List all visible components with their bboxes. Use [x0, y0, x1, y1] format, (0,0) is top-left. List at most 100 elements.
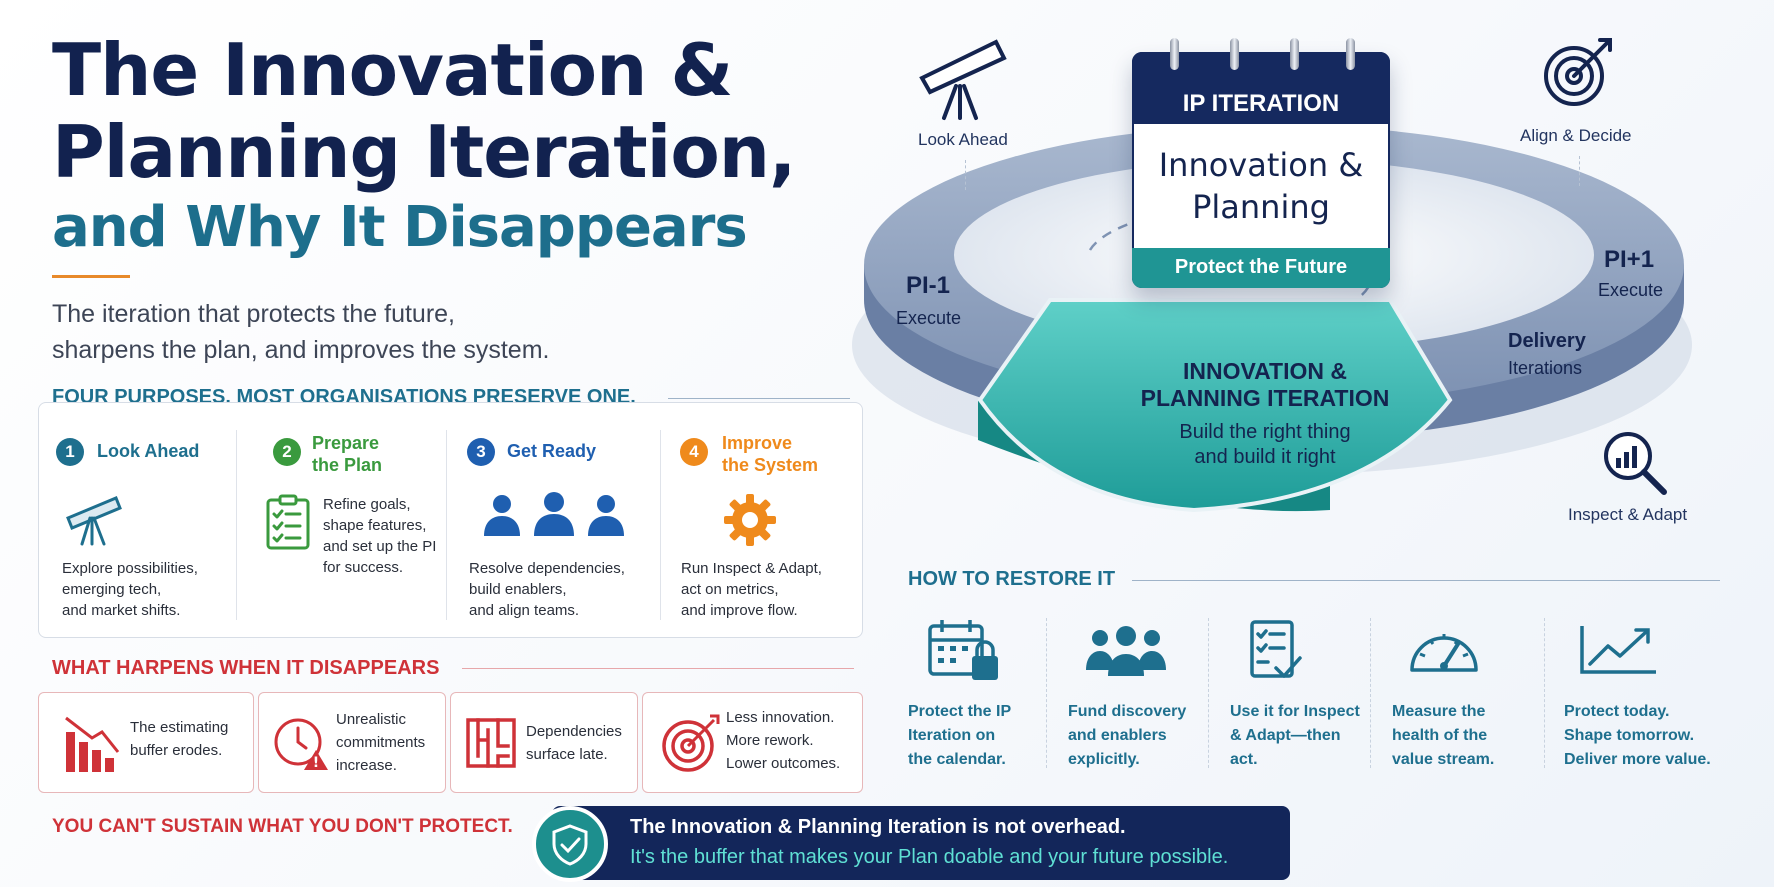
calendar-body-line: Innovation & — [1158, 146, 1364, 184]
purpose-text-line: act on metrics, — [681, 581, 779, 598]
restore-heading-rule — [1132, 580, 1720, 581]
purpose-text-line: and improve flow. — [681, 602, 798, 619]
purpose-number-badge: 3 — [467, 438, 495, 466]
purpose-text-line: for success. — [323, 559, 404, 576]
calendar-binder-ring — [1230, 38, 1239, 70]
purpose-title: Get Ready — [507, 441, 597, 461]
consequence-text: Less innovation. More rework. Lower outc… — [726, 706, 840, 775]
restore-line: Iteration on — [908, 727, 996, 744]
calendar-binder-ring — [1346, 38, 1355, 70]
restore-line: & Adapt—then — [1230, 727, 1341, 744]
calendar-binder-ring — [1290, 38, 1299, 70]
consequence-card — [642, 692, 863, 793]
consequence-text: Dependencies surface late. — [526, 720, 622, 766]
restore-heading: HOW TO RESTORE IT — [908, 568, 1116, 590]
purposes-heading-rule — [668, 398, 850, 399]
banner-line-2: It's the buffer that makes your Plan doa… — [630, 846, 1229, 868]
restore-line: Deliver more value. — [1564, 751, 1711, 768]
restore-line: the calendar. — [908, 751, 1006, 768]
subtitle-line-1: The iteration that protects the future, — [52, 300, 456, 328]
restore-divider — [1208, 618, 1209, 768]
magnifier-chart-icon — [1604, 432, 1667, 495]
consequence-line: Unrealistic — [336, 711, 407, 728]
consequence-line: increase. — [336, 757, 397, 774]
purpose-title: Prepare the Plan — [312, 432, 382, 476]
subtitle-line-2: sharpens the plan, and improves the syst… — [52, 336, 550, 364]
inspect-adapt-label: Inspect & Adapt — [1568, 505, 1688, 524]
purpose-number-badge: 2 — [273, 438, 301, 466]
restore-text: Protect the IP Iteration on the calendar… — [908, 700, 1011, 772]
restore-line: Measure the — [1392, 703, 1486, 720]
purpose-text-line: and market shifts. — [62, 602, 181, 619]
calendar-footer-band — [1132, 248, 1390, 288]
purpose-text-line: Explore possibilities, — [62, 560, 198, 577]
restore-line: explicitly. — [1068, 751, 1140, 768]
restore-line: Protect today. — [1564, 703, 1670, 720]
ip-segment-title-line: INNOVATION & — [1183, 358, 1347, 384]
telescope-icon — [66, 496, 122, 546]
gear-icon — [724, 494, 776, 546]
cycle-arrow — [1088, 208, 1181, 251]
disappears-heading-rule — [462, 668, 854, 669]
calendar-lock-icon — [928, 620, 998, 680]
pi-minus-label: PI-1 — [906, 272, 951, 299]
purpose-text-line: Resolve dependencies, — [469, 560, 625, 577]
delivery-sub: Iterations — [1508, 358, 1583, 378]
consequence-card — [450, 692, 638, 793]
restore-line: health of the — [1392, 727, 1488, 744]
purpose-title-line: the System — [722, 455, 819, 475]
restore-line: value stream. — [1392, 751, 1495, 768]
pi-minus-sub: Execute — [896, 308, 962, 328]
purpose-description: Run Inspect & Adapt, act on metrics, and… — [681, 558, 822, 621]
telescope-icon — [919, 39, 1007, 120]
restore-text: Protect today. Shape tomorrow. Deliver m… — [1564, 700, 1711, 772]
purpose-title-line: Improve — [722, 433, 793, 453]
checklist-icon — [1250, 620, 1302, 678]
consequence-text: Unrealistic commitments increase. — [336, 708, 425, 777]
pi-plus-sub: Execute — [1598, 280, 1664, 300]
consequence-line: buffer erodes. — [130, 742, 223, 759]
page-title-line-1: The Innovation & — [52, 28, 733, 112]
gauge-icon — [1410, 634, 1478, 672]
ip-segment-sub-line: and build it right — [1194, 446, 1336, 468]
calendar-body: Innovation & Planning — [1132, 144, 1390, 228]
svg-text:!: ! — [313, 755, 319, 771]
restore-line: Use it for Inspect — [1230, 703, 1360, 720]
purpose-number-badge: 4 — [680, 438, 708, 466]
maze-icon — [466, 718, 516, 768]
consequence-line: surface late. — [526, 746, 608, 763]
purpose-text-line: emerging tech, — [62, 581, 162, 598]
shield-check-icon — [552, 824, 588, 866]
purpose-text-line: and set up the PI — [323, 538, 437, 555]
people-group-icon — [1086, 626, 1166, 676]
purpose-number-badge: 1 — [56, 438, 84, 466]
restore-line: Fund discovery — [1068, 703, 1187, 720]
leader-line — [965, 160, 966, 190]
restore-line: act. — [1230, 751, 1258, 768]
restore-divider — [1370, 618, 1371, 768]
title-accent-rule — [52, 275, 130, 278]
ip-segment-title: INNOVATION & PLANNING ITERATION — [1100, 358, 1430, 412]
declining-chart-icon — [65, 716, 120, 772]
align-decide-label: Align & Decide — [1520, 126, 1632, 145]
purpose-text-line: Run Inspect & Adapt, — [681, 560, 822, 577]
calendar-body-line: Planning — [1192, 188, 1330, 226]
ip-segment-subtitle: Build the right thing and build it right — [1100, 420, 1430, 470]
ip-segment-title-line: PLANNING ITERATION — [1140, 385, 1390, 411]
pi-plus-label: PI+1 — [1604, 246, 1655, 273]
restore-line: and enablers — [1068, 727, 1167, 744]
tagline: YOU CAN'T SUSTAIN WHAT YOU DON'T PROTECT… — [52, 816, 513, 837]
restore-divider — [1544, 618, 1545, 768]
purpose-divider — [446, 430, 447, 620]
target-icon — [1544, 38, 1612, 106]
team-icon — [484, 492, 624, 536]
consequence-line: More rework. — [726, 732, 814, 749]
clock-warning-icon: ! — [274, 718, 328, 771]
checklist-icon — [266, 494, 310, 550]
banner-line-1: The Innovation & Planning Iteration is n… — [630, 816, 1126, 838]
restore-text: Measure the health of the value stream. — [1392, 700, 1494, 772]
consequence-line: Less innovation. — [726, 709, 835, 726]
restore-line: Protect the IP — [908, 703, 1012, 720]
purpose-title-line: Prepare — [312, 433, 380, 453]
subtitle: The iteration that protects the future, … — [52, 296, 672, 368]
